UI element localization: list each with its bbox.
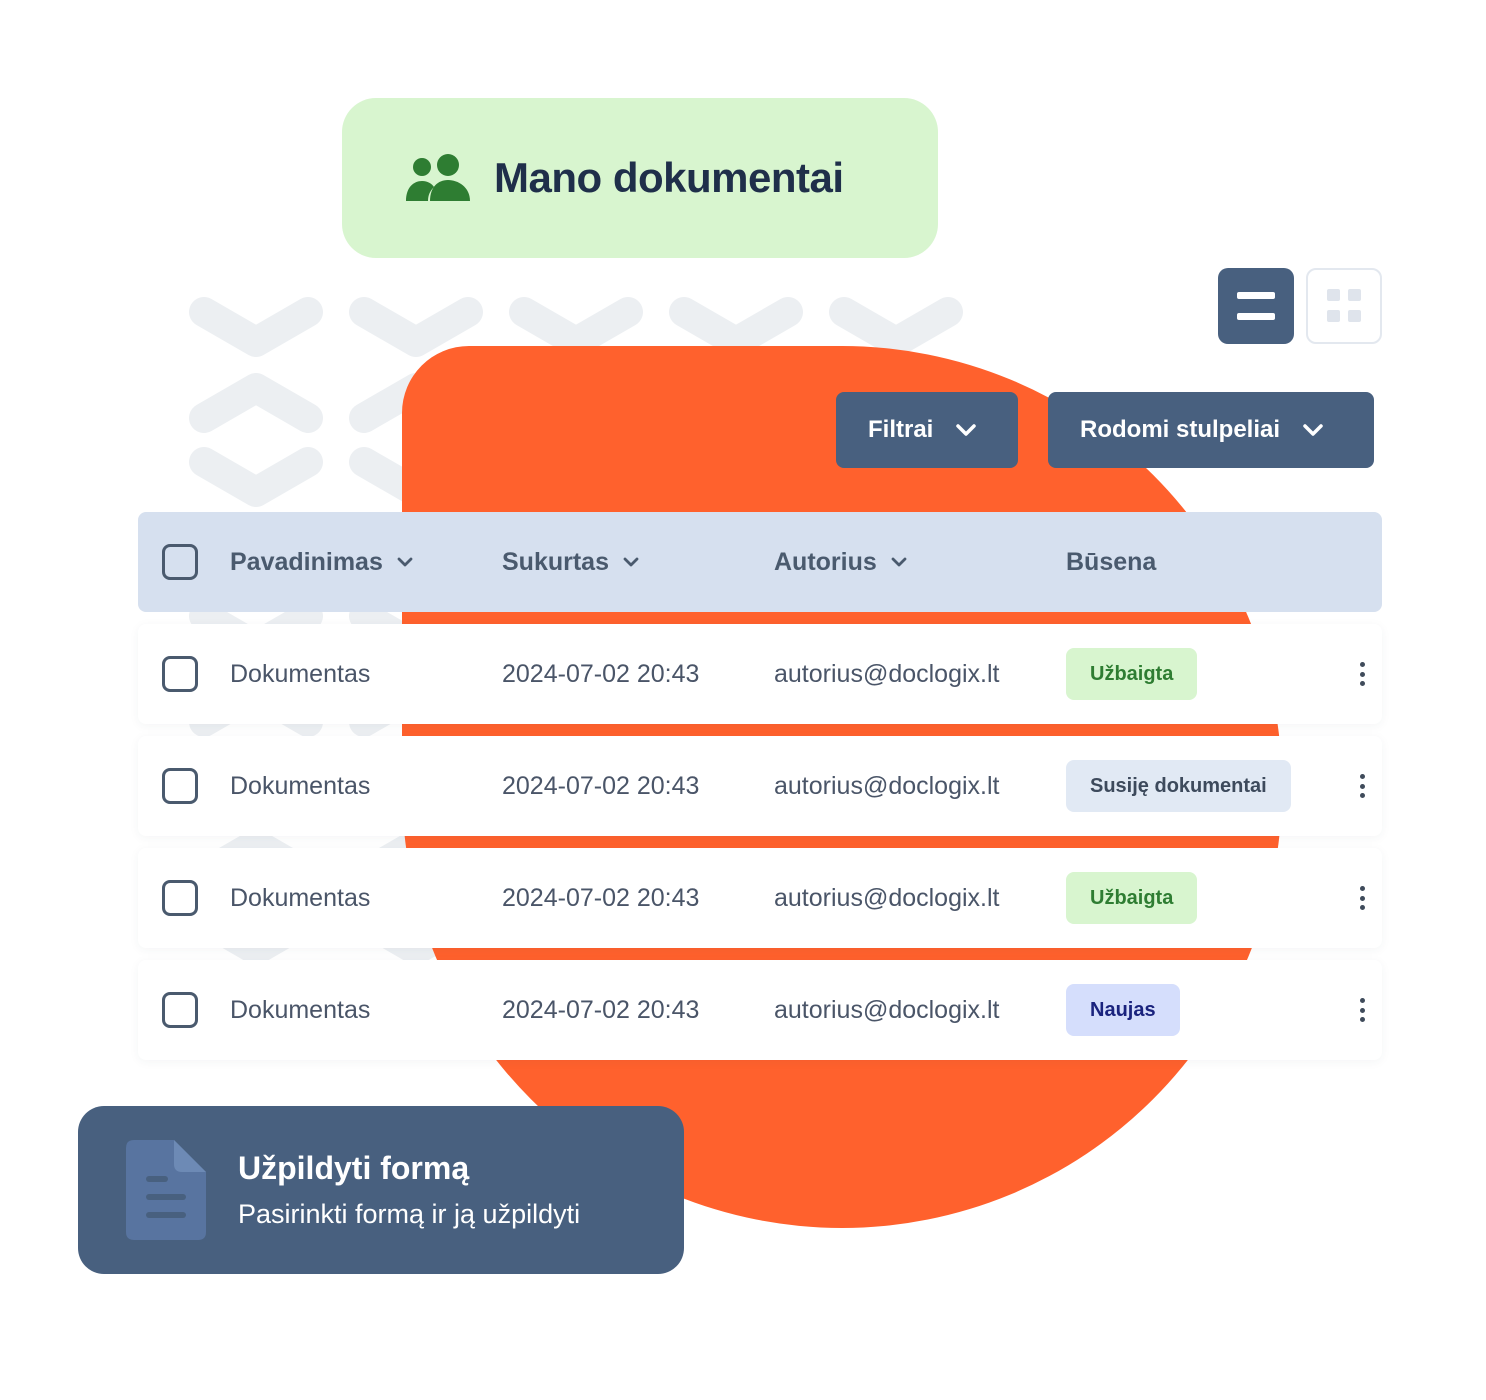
- list-view-button[interactable]: [1218, 268, 1294, 344]
- author-email: autorius@doclogix.lt: [774, 771, 1000, 800]
- chevron-down-icon: [397, 557, 413, 567]
- more-options-icon[interactable]: [1348, 772, 1376, 800]
- list-view-icon: [1237, 292, 1275, 320]
- chevron-down-icon: [623, 557, 639, 567]
- columns-dropdown-button[interactable]: Rodomi stulpeliai: [1048, 392, 1374, 468]
- users-icon: [406, 154, 470, 201]
- fill-form-card[interactable]: Užpildyti formą Pasirinkti formą ir ją u…: [78, 1106, 684, 1274]
- select-all-checkbox[interactable]: [162, 544, 198, 580]
- document-name[interactable]: Dokumentas: [230, 883, 371, 912]
- row-checkbox[interactable]: [162, 992, 198, 1028]
- chevron-down-icon: [956, 424, 977, 436]
- row-checkbox[interactable]: [162, 656, 198, 692]
- filters-label: Filtrai: [868, 416, 934, 443]
- status-badge: Naujas: [1066, 984, 1180, 1036]
- table-row[interactable]: Dokumentas 2024-07-02 20:43 autorius@doc…: [138, 848, 1382, 948]
- column-header-author[interactable]: Autorius: [774, 512, 907, 612]
- author-email: autorius@doclogix.lt: [774, 995, 1000, 1024]
- table-row[interactable]: Dokumentas 2024-07-02 20:43 autorius@doc…: [138, 624, 1382, 724]
- page-title: Mano dokumentai: [494, 154, 844, 201]
- document-name[interactable]: Dokumentas: [230, 995, 371, 1024]
- chevron-down-icon: [891, 557, 907, 567]
- author-email: autorius@doclogix.lt: [774, 883, 1000, 912]
- status-badge: Užbaigta: [1066, 648, 1198, 700]
- table-row[interactable]: Dokumentas 2024-07-02 20:43 autorius@doc…: [138, 736, 1382, 836]
- created-date: 2024-07-02 20:43: [502, 883, 700, 912]
- document-name[interactable]: Dokumentas: [230, 771, 371, 800]
- column-header-label: Būsena: [1066, 547, 1157, 576]
- fill-form-title: Užpildyti formą: [238, 1150, 470, 1186]
- column-header-name[interactable]: Pavadinimas: [230, 512, 413, 612]
- table-header-row: Pavadinimas Sukurtas Autorius Būsena: [138, 512, 1382, 612]
- filters-dropdown-button[interactable]: Filtrai: [836, 392, 1018, 468]
- created-date: 2024-07-02 20:43: [502, 771, 700, 800]
- status-badge: Užbaigta: [1066, 872, 1198, 924]
- created-date: 2024-07-02 20:43: [502, 995, 700, 1024]
- more-options-icon[interactable]: [1348, 660, 1376, 688]
- column-header-label: Pavadinimas: [230, 547, 383, 576]
- more-options-icon[interactable]: [1348, 884, 1376, 912]
- document-icon: [126, 1140, 206, 1240]
- table-row[interactable]: Dokumentas 2024-07-02 20:43 autorius@doc…: [138, 960, 1382, 1060]
- column-header-label: Autorius: [774, 547, 877, 576]
- status-badge: Susiję dokumentai: [1066, 760, 1291, 812]
- columns-label: Rodomi stulpeliai: [1080, 416, 1281, 443]
- document-name[interactable]: Dokumentas: [230, 659, 371, 688]
- chevron-down-icon: [1303, 424, 1323, 436]
- more-options-icon[interactable]: [1348, 996, 1376, 1024]
- row-checkbox[interactable]: [162, 768, 198, 804]
- author-email: autorius@doclogix.lt: [774, 659, 1000, 688]
- page-title-card: Mano dokumentai: [342, 98, 938, 258]
- fill-form-subtitle: Pasirinkti formą ir ją užpildyti: [238, 1199, 581, 1229]
- created-date: 2024-07-02 20:43: [502, 659, 700, 688]
- column-header-status: Būsena: [1066, 512, 1156, 612]
- grid-view-icon: [1327, 289, 1361, 322]
- column-header-label: Sukurtas: [502, 547, 609, 576]
- grid-view-button[interactable]: [1306, 268, 1382, 344]
- column-header-created[interactable]: Sukurtas: [502, 512, 639, 612]
- row-checkbox[interactable]: [162, 880, 198, 916]
